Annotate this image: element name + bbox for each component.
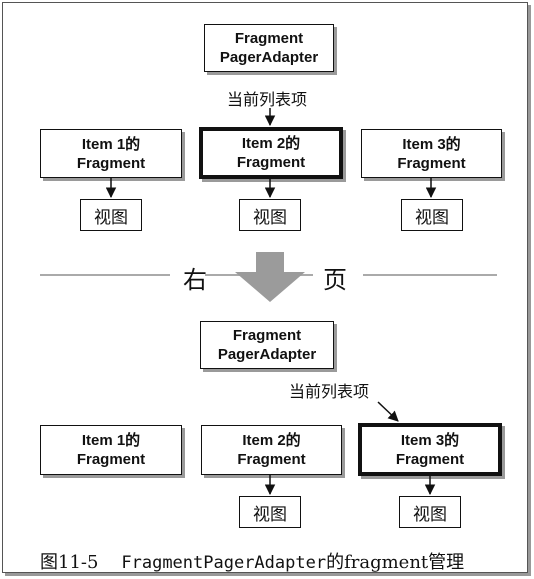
caption-suffix: 的fragment管理: [326, 552, 465, 573]
caption-prefix: 图11-5: [40, 552, 99, 573]
bottom-item2-fragment: Item 2的 Fragment: [201, 425, 342, 475]
bottom-item2-view: 视图: [239, 496, 301, 528]
top-item2-line1: Item 2的: [241, 135, 301, 152]
bottom-item2-line1: Item 2的: [242, 432, 301, 449]
top-item3-fragment: Item 3的 Fragment: [361, 129, 502, 178]
bottom-adapter-box: Fragment PagerAdapter: [200, 321, 334, 369]
top-item1-view: 视图: [80, 199, 142, 231]
top-item1-line2: Fragment: [76, 154, 146, 172]
caption-code: FragmentPagerAdapter: [121, 553, 327, 573]
top-adapter-box: Fragment PagerAdapter: [204, 24, 334, 72]
figure-caption: 图11-5 FragmentPagerAdapter的fragment管理: [40, 548, 464, 574]
top-item2-fragment-current: Item 2的 Fragment: [199, 127, 343, 179]
divider-line-right: [363, 274, 497, 276]
divider-line-left: [40, 274, 170, 276]
top-item3-line2: Fragment: [397, 154, 466, 172]
bottom-item1-line1: Item 1的: [81, 432, 141, 449]
transition-right-char: 页: [323, 266, 347, 294]
top-item1-fragment: Item 1的 Fragment: [40, 129, 182, 178]
bottom-item1-fragment: Item 1的 Fragment: [40, 425, 182, 475]
bottom-item3-line1: Item 3的: [400, 431, 460, 449]
top-item3-view: 视图: [401, 199, 463, 231]
top-item1-line1: Item 1的: [81, 135, 141, 153]
top-adapter-line1: Fragment: [234, 30, 304, 47]
bottom-adapter-line1: Fragment: [232, 327, 302, 344]
top-item3-line1: Item 3的: [402, 135, 461, 153]
transition-big-arrow: [235, 252, 305, 302]
transition-left-char: 右: [183, 266, 207, 294]
bottom-current-label: 当前列表项: [289, 382, 370, 401]
bottom-item3-fragment-current: Item 3的 Fragment: [358, 423, 502, 476]
figure-frame: [2, 2, 528, 573]
top-adapter-line2: PagerAdapter: [219, 49, 319, 66]
top-item2-line2: Fragment: [236, 154, 306, 171]
bottom-current-arrow: [377, 401, 399, 422]
bottom-adapter-line2: PagerAdapter: [217, 346, 317, 363]
bottom-item3-line2: Fragment: [395, 450, 465, 468]
bottom-item1-line2: Fragment: [76, 451, 146, 468]
top-current-label: 当前列表项: [227, 90, 308, 109]
bottom-item3-view: 视图: [399, 496, 461, 528]
bottom-item2-line2: Fragment: [237, 451, 306, 468]
top-item2-view: 视图: [239, 199, 301, 231]
